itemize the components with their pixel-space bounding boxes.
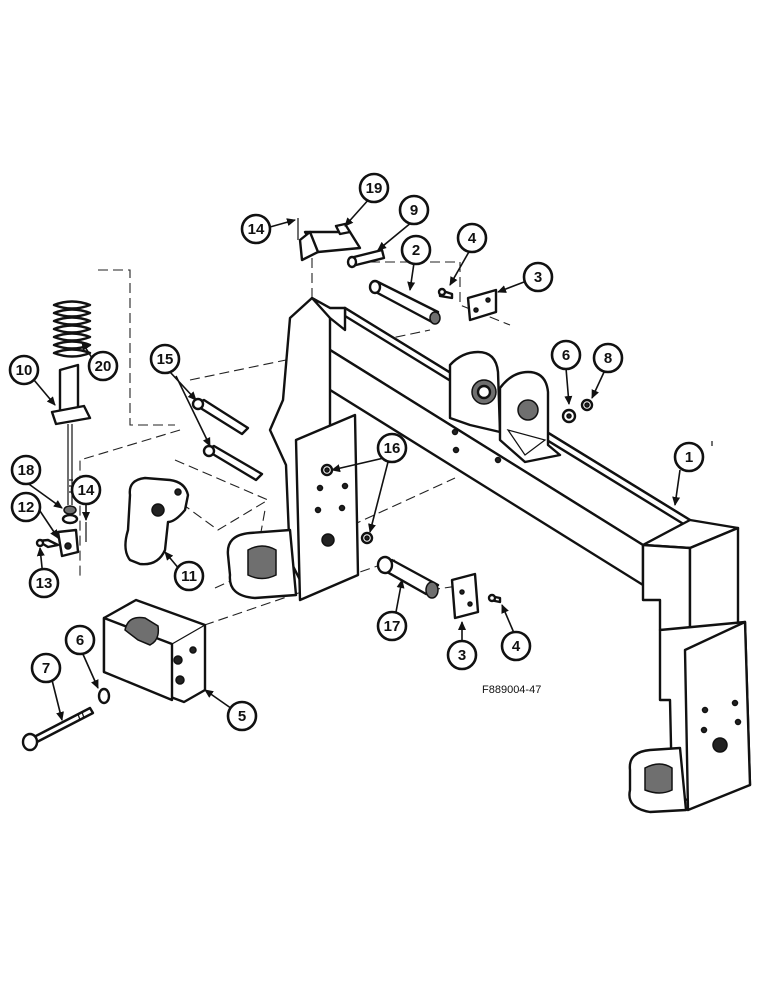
- callout-13: 13: [28, 567, 60, 599]
- callout-label: 6: [562, 347, 570, 364]
- callout-label: 13: [36, 575, 53, 592]
- callout-label: 8: [604, 350, 612, 367]
- callout-label: 6: [76, 632, 84, 649]
- callout-1: 1: [673, 441, 705, 473]
- callout-label: 5: [238, 708, 246, 725]
- callout-8: 8: [592, 342, 624, 374]
- callout-label: 3: [534, 269, 542, 286]
- callout-label: 4: [512, 638, 521, 655]
- small-hardware-left: [35, 505, 87, 558]
- bolt-7: [21, 706, 95, 752]
- spring: [52, 300, 92, 358]
- callout-label: 7: [42, 660, 50, 677]
- hitch-pin: [376, 555, 440, 599]
- callout-label: 14: [78, 482, 95, 499]
- callout-label: 1: [685, 449, 693, 466]
- bolts-15: [191, 397, 264, 482]
- callout-label: 20: [95, 358, 112, 375]
- callout-4-lower: 4: [500, 630, 532, 662]
- callout-5: 5: [226, 700, 258, 732]
- callout-20: 20: [87, 350, 119, 382]
- callout-16: 16: [376, 432, 408, 464]
- pivot-pin: [368, 279, 441, 325]
- main-frame: [226, 296, 752, 814]
- callout-label: 4: [468, 230, 477, 247]
- callout-11: 11: [173, 560, 205, 592]
- latch-lever: [297, 218, 362, 262]
- latch-hook: [124, 476, 190, 566]
- callout-7: 7: [30, 652, 62, 684]
- callout-9: 9: [398, 194, 430, 226]
- callout-17: 17: [376, 610, 408, 642]
- nuts-16: [320, 463, 374, 545]
- bolt-top: [437, 287, 454, 300]
- figure-code: F889004-47: [482, 684, 541, 696]
- callout-label: 2: [412, 242, 420, 259]
- callout-label: 12: [18, 499, 35, 516]
- callout-label: 18: [18, 462, 35, 479]
- callout-3-lower: 3: [446, 639, 478, 671]
- callout-12: 12: [10, 491, 42, 523]
- callout-2: 2: [400, 234, 432, 266]
- callout-label: 15: [157, 351, 174, 368]
- bolt-lower: [487, 593, 502, 604]
- retainer-plate-lower: [450, 572, 480, 620]
- callout-label: 10: [16, 362, 33, 379]
- callout-14-top: 14: [240, 213, 272, 245]
- hook-plate: [102, 598, 207, 704]
- callout-14-lower: 14: [70, 474, 102, 506]
- plunger: [50, 363, 92, 505]
- callout-18: 18: [10, 454, 42, 486]
- callout-label: 19: [366, 180, 383, 197]
- callout-label: 16: [384, 440, 401, 457]
- lock-pin: [346, 248, 386, 269]
- retainer-plate-top: [466, 288, 498, 322]
- washer-lower: [97, 687, 111, 705]
- callout-19: 19: [358, 172, 390, 204]
- callout-6-upper: 6: [550, 339, 582, 371]
- callout-label: 11: [181, 568, 197, 585]
- leader-lines: [25, 197, 681, 721]
- callout-10: 10: [8, 354, 40, 386]
- nut-8: [580, 398, 594, 412]
- callout-label: 3: [458, 647, 466, 664]
- callout-4-top: 4: [456, 222, 488, 254]
- callout-15: 15: [149, 343, 181, 375]
- callout-label: 14: [248, 221, 265, 238]
- callout-label: 9: [410, 202, 418, 219]
- callout-3-top: 3: [522, 261, 554, 293]
- callout-label: 17: [384, 618, 401, 635]
- washer-upper: [561, 408, 577, 424]
- callout-6-lower: 6: [64, 624, 96, 656]
